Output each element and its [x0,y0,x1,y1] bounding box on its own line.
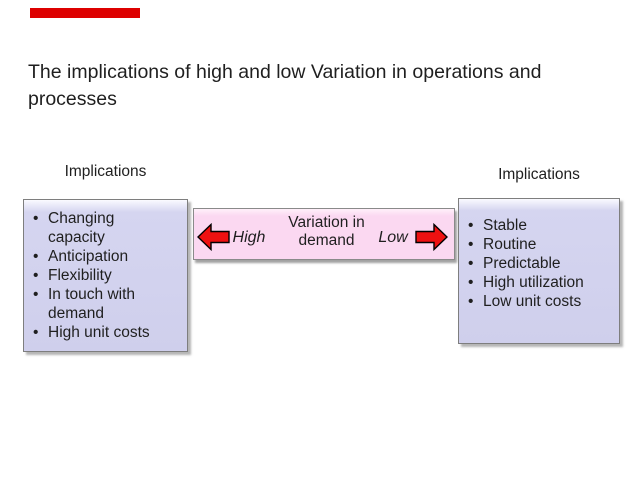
list-item: • In touch with demand [33,285,183,323]
list-item-text: Changing capacity [48,210,115,246]
list-item-text: Predictable [483,255,561,272]
bullet-marker: • [33,324,39,341]
list-item: • High utilization [468,273,615,292]
high-label: High [232,229,266,246]
list-item: • High unit costs [33,323,183,342]
list-item: • Routine [468,235,615,254]
bullet-marker: • [468,274,474,291]
variation-axis-box: High Variation in demand Low [193,208,455,260]
list-item-text: Flexibility [48,267,112,284]
left-bullet-list: • Changing capacity • Anticipation • Fle… [33,209,183,342]
axis-label: Variation in demand [288,214,365,249]
bullet-marker: • [468,236,474,253]
left-implications-panel: • Changing capacity • Anticipation • Fle… [23,199,188,352]
bullet-marker: • [468,217,474,234]
list-item: • Low unit costs [468,292,615,311]
slide-title: The implications of high and low Variati… [28,61,542,110]
bullet-marker: • [468,255,474,272]
list-item: • Flexibility [33,266,183,285]
list-item-text: High unit costs [48,324,150,341]
list-item: • Predictable [468,254,615,273]
right-implications-label: Implications [498,166,580,183]
list-item-text: High utilization [483,274,584,291]
list-item-text: In touch with demand [48,286,136,322]
bullet-marker: • [33,210,39,227]
bullet-marker: • [33,248,39,265]
left-implications-label: Implications [64,163,147,180]
right-implications-panel: • Stable • Routine • Predictable • High … [458,198,620,344]
list-item: • Stable [468,216,615,235]
bullet-marker: • [33,267,39,284]
list-item-text: Low unit costs [483,293,582,310]
list-item-text: Anticipation [48,248,129,265]
right-bullet-list: • Stable • Routine • Predictable • High … [468,216,615,311]
right-arrow-icon [415,223,448,251]
list-item: • Anticipation [33,247,183,266]
low-label: Low [378,229,408,246]
bullet-marker: • [468,293,474,310]
left-arrow-icon [197,223,230,251]
list-item-text: Routine [483,236,537,253]
list-item-text: Stable [483,217,527,234]
list-item: • Changing capacity [33,209,183,247]
bullet-marker: • [33,286,39,303]
accent-bar [30,8,140,18]
